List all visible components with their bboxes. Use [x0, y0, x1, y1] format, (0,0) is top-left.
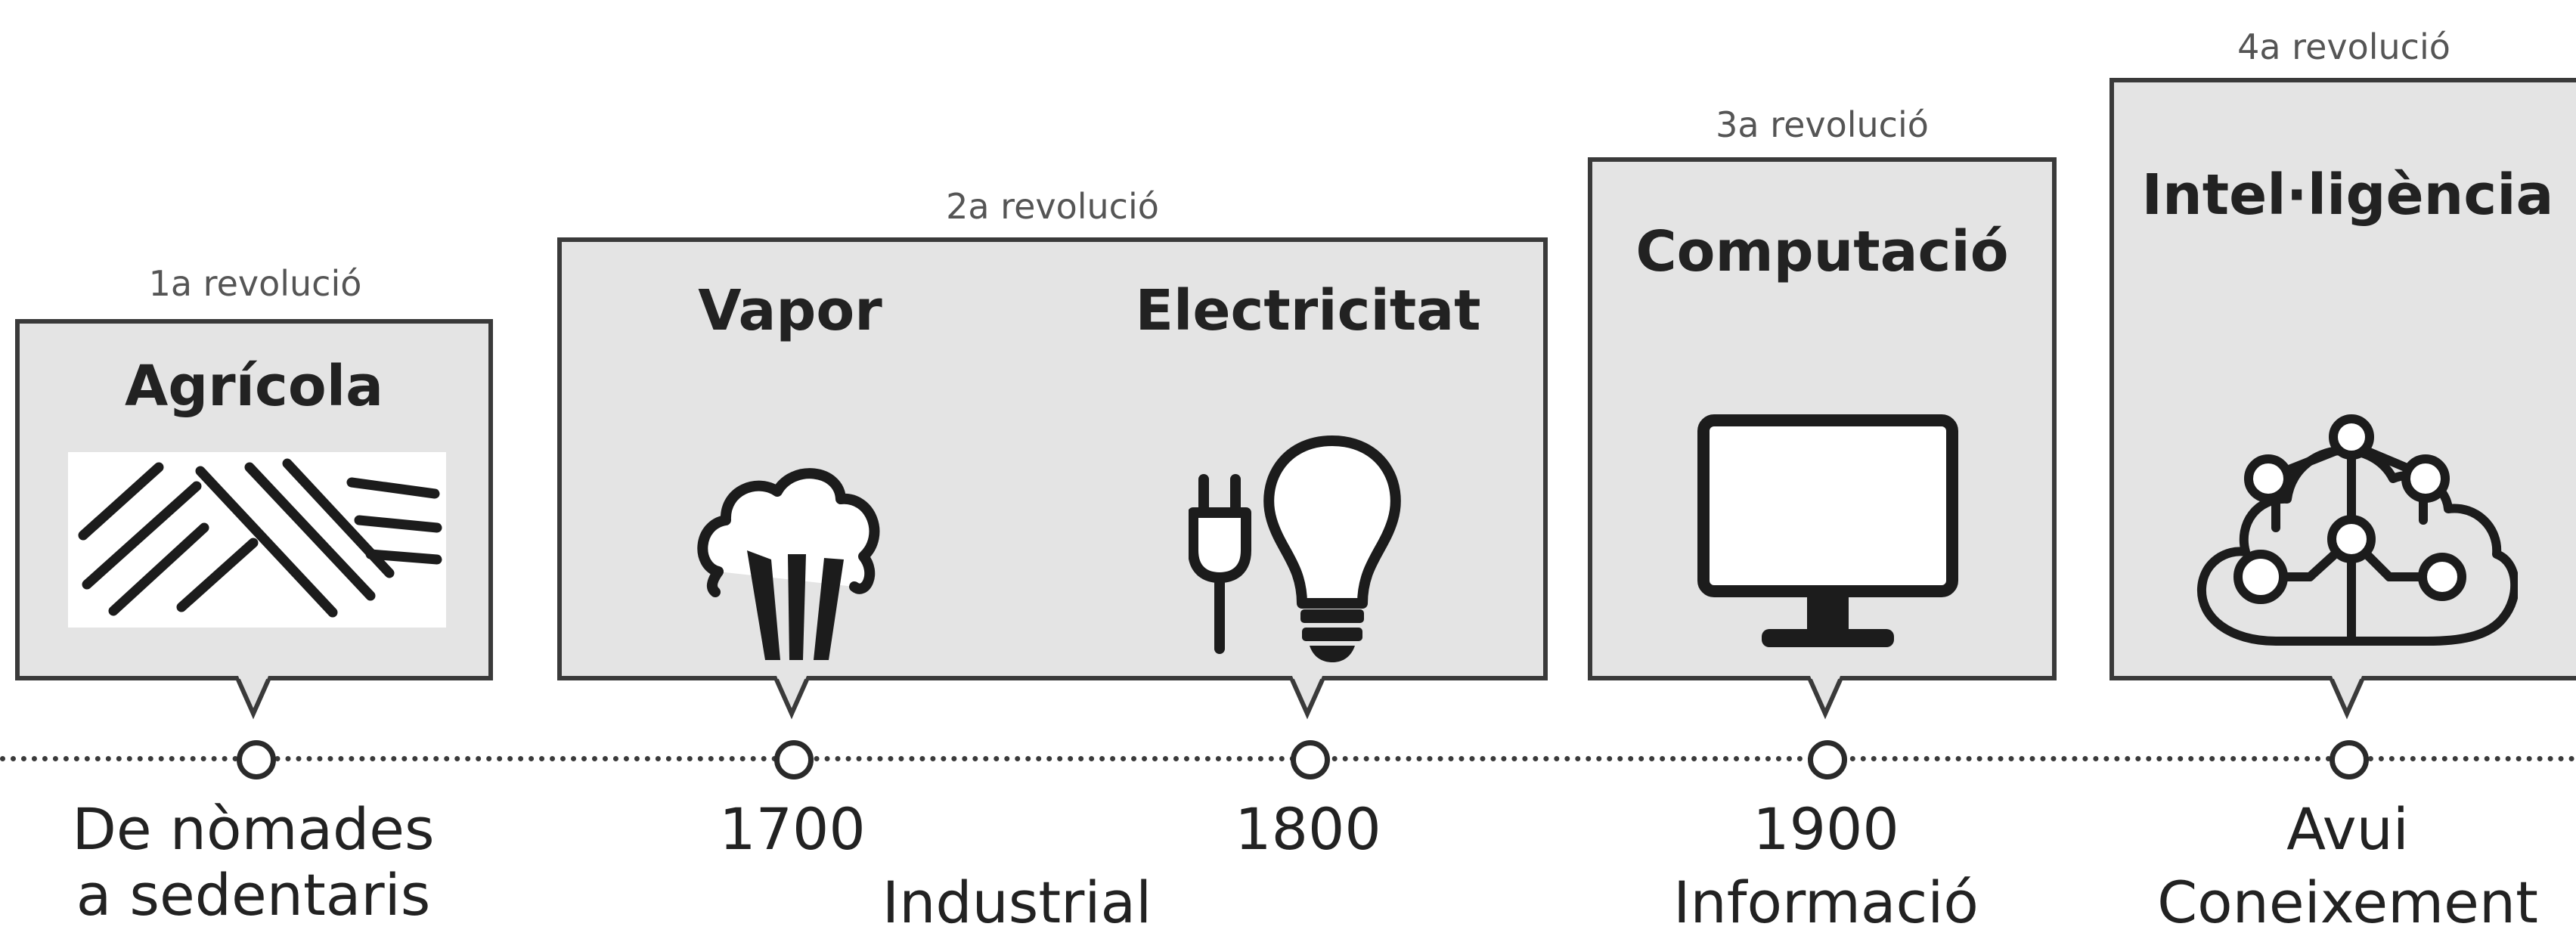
rev3-pointer	[1808, 676, 1843, 720]
timeline-node-1900	[1808, 740, 1847, 779]
timeline-node-avui	[2330, 740, 2369, 779]
field-stripes-icon	[68, 452, 446, 628]
rev2-pointer-1800	[1290, 676, 1325, 720]
rev1-tag: 1a revolució	[148, 263, 362, 304]
steam-icon	[697, 468, 880, 660]
timeline-node-1800	[1291, 740, 1330, 779]
rev3-tag: 3a revolució	[1716, 104, 1929, 145]
timeline-node-1700	[774, 740, 814, 779]
rev2-title-electricitat: Electricitat	[1135, 278, 1481, 343]
rev2-tag: 2a revolució	[946, 186, 1159, 227]
rev4-label: Coneixement	[2157, 869, 2538, 936]
rev1-title: Agrícola	[124, 354, 384, 419]
rev2-title-vapor: Vapor	[698, 278, 882, 343]
year-1800: 1800	[1235, 795, 1381, 863]
rev3-title: Computació	[1635, 219, 2009, 284]
year-1900: 1900	[1753, 795, 1899, 863]
rev3-label: Informació	[1673, 869, 1979, 936]
rev2-label: Industrial	[882, 869, 1152, 936]
rev4-box	[2109, 78, 2576, 680]
rev1-label-line2: a sedentaris	[76, 861, 431, 928]
rev4-title: Intel·ligència	[2141, 163, 2554, 228]
rev1-label-line1: De nòmades	[72, 795, 435, 863]
year-avui: Avui	[2286, 795, 2409, 863]
rev2-pointer-1700	[774, 676, 809, 720]
timeline-axis	[0, 756, 2576, 761]
ai-brain-icon	[2196, 414, 2518, 646]
rev4-pointer	[2330, 676, 2364, 720]
year-1700: 1700	[719, 795, 866, 863]
monitor-icon	[1697, 414, 1958, 647]
rev1-pointer	[236, 676, 271, 720]
rev4-tag: 4a revolució	[2237, 26, 2450, 67]
timeline-node-rev1	[237, 740, 276, 779]
plug-bulb-icon	[1189, 435, 1401, 662]
